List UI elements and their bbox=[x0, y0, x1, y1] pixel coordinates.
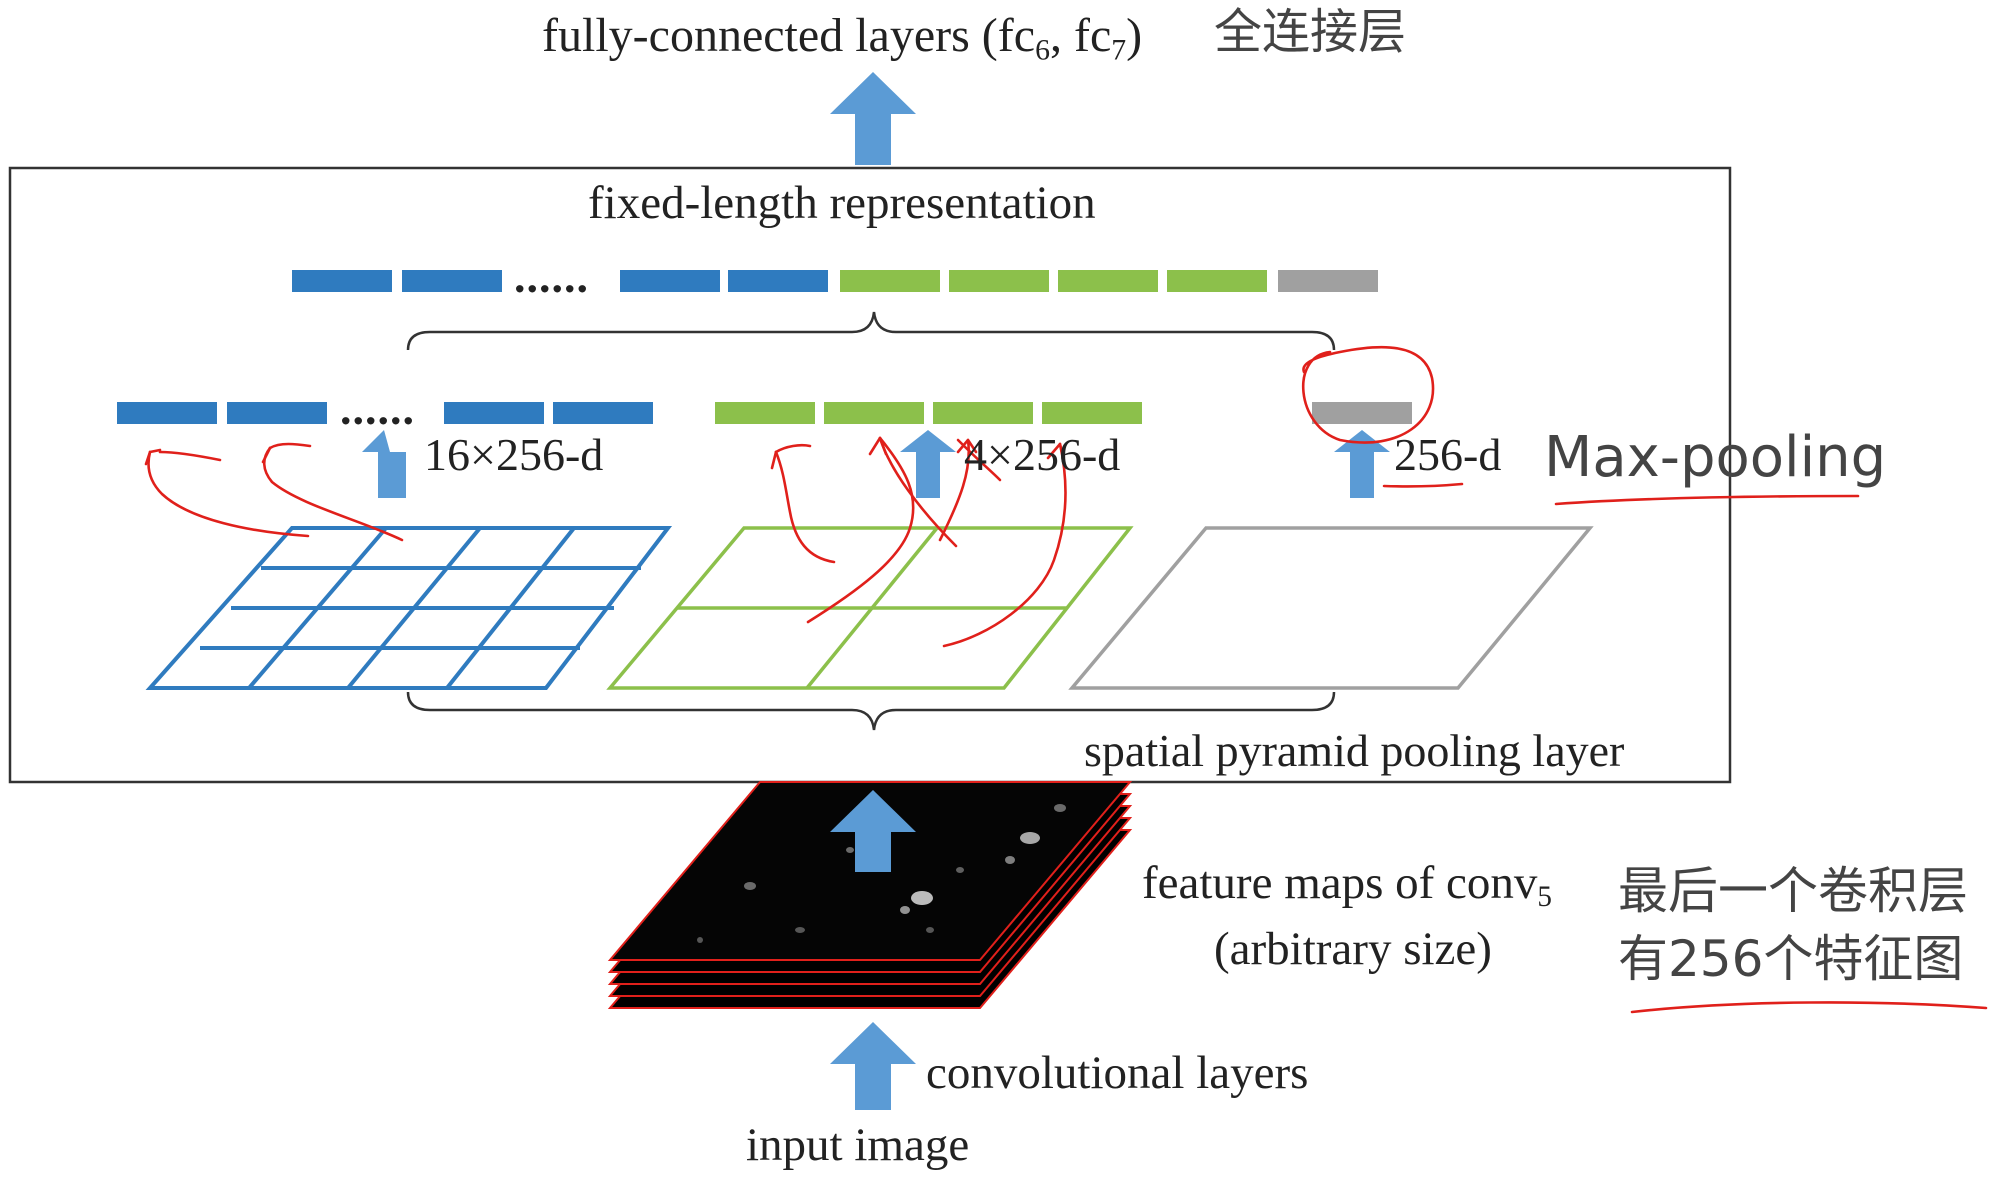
title-prefix: fully-connected layers (fc bbox=[542, 9, 1036, 62]
vector-segment-gray bbox=[1278, 270, 1378, 292]
upper-brace bbox=[406, 311, 1336, 351]
level4-segment bbox=[824, 402, 924, 424]
vector-segment-green bbox=[1058, 270, 1158, 292]
level4-segment bbox=[933, 402, 1033, 424]
title-mid: , fc bbox=[1049, 9, 1112, 62]
annotation-fc-chinese: 全连接层 bbox=[1214, 4, 1407, 60]
level-4-bars bbox=[715, 402, 1142, 424]
arrow-to-fc-icon bbox=[830, 72, 916, 165]
level4-label: 4×256-d bbox=[964, 429, 1121, 480]
input-image-label: input image bbox=[746, 1119, 970, 1171]
vector-segment-green bbox=[1167, 270, 1267, 292]
level16-label: 16×256-d bbox=[424, 429, 604, 480]
pyramid-grid-2x2 bbox=[606, 526, 1134, 690]
arbitrary-size-label: (arbitrary size) bbox=[1214, 923, 1492, 975]
activation-spots bbox=[697, 804, 1066, 943]
feature-maps-sub: 5 bbox=[1537, 881, 1552, 914]
title-suffix: ) bbox=[1126, 9, 1143, 62]
conv-layers-label: convolutional layers bbox=[926, 1047, 1309, 1099]
vector-segment-green bbox=[840, 270, 940, 292]
vector-segment-blue bbox=[728, 270, 828, 292]
up-arrow-icon bbox=[362, 430, 406, 498]
level16-segment bbox=[444, 402, 544, 424]
level16-segment bbox=[117, 402, 217, 424]
vector-segment-blue bbox=[620, 270, 720, 292]
lower-brace bbox=[406, 691, 1336, 731]
last-conv-annotation-line2: 有256个特征图 bbox=[1618, 930, 1964, 988]
last-conv-annotation-line1: 最后一个卷积层 bbox=[1618, 862, 1968, 920]
level16-dots: ...... bbox=[340, 383, 415, 434]
title-sub1: 6 bbox=[1035, 33, 1050, 67]
level-1-bar bbox=[1312, 402, 1412, 424]
arrow-from-input-icon bbox=[830, 1022, 916, 1110]
title-sub2: 7 bbox=[1111, 33, 1127, 67]
vector-dots: ...... bbox=[514, 251, 589, 302]
pyramid-grid-1x1 bbox=[1068, 526, 1594, 690]
vector-segment-blue bbox=[402, 270, 502, 292]
arrow-from-feature-maps-icon bbox=[830, 790, 916, 872]
level16-segment bbox=[227, 402, 327, 424]
level-16-bars bbox=[117, 402, 653, 424]
up-arrow-icon bbox=[1334, 430, 1390, 498]
feature-maps-prefix: feature maps of conv bbox=[1142, 857, 1538, 909]
fixed-length-label: fixed-length representation bbox=[588, 177, 1096, 229]
level4-segment bbox=[715, 402, 815, 424]
vector-segment-green bbox=[949, 270, 1049, 292]
title-fully-connected: fully-connected layers (fc6, fc7) bbox=[542, 12, 1142, 65]
level16-segment bbox=[553, 402, 653, 424]
level1-label: 256-d bbox=[1394, 429, 1502, 480]
feature-maps-label: feature maps of conv5 bbox=[1142, 860, 1552, 912]
spp-layer-label: spatial pyramid pooling layer bbox=[1084, 725, 1625, 776]
handwritten-annotations bbox=[144, 345, 1988, 1014]
vector-segment-blue bbox=[292, 270, 392, 292]
level4-segment bbox=[1042, 402, 1142, 424]
fixed-length-vector bbox=[292, 270, 1378, 292]
up-arrow-icon bbox=[900, 430, 956, 498]
pyramid-grid-4x4 bbox=[145, 526, 673, 690]
max-pooling-annotation: Max-pooling bbox=[1544, 425, 1887, 490]
